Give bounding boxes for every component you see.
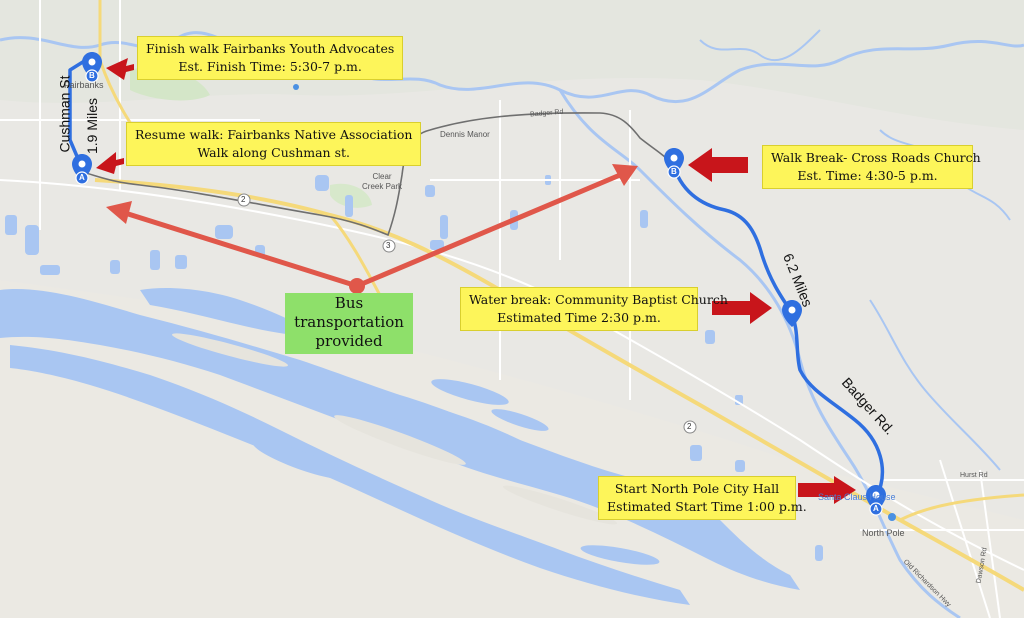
pin-finish-b bbox=[82, 52, 102, 83]
marker-letter-walkbreak: B bbox=[671, 167, 677, 176]
pointer-arrows bbox=[96, 58, 856, 504]
cushman-walk-route bbox=[68, 58, 87, 169]
callout-finish-time: Est. Finish Time: 5:30-7 p.m. bbox=[178, 59, 362, 74]
callout-finish-title: Finish walk Fairbanks Youth Advocates bbox=[146, 41, 395, 56]
callout-start: Start North Pole City Hall Estimated Sta… bbox=[598, 476, 807, 520]
highway-number-3: 3 bbox=[386, 241, 391, 250]
bus-route-line bbox=[81, 112, 673, 237]
bus-arrow-west bbox=[106, 201, 358, 289]
bus-label-line2: transportation bbox=[294, 313, 404, 331]
callout-walk-break: Walk Break- Cross Roads Church Est. Time… bbox=[762, 145, 981, 189]
callout-start-time: Estimated Start Time 1:00 p.m. bbox=[607, 499, 807, 514]
poi-dot-fairbanks bbox=[293, 84, 299, 90]
pin-start-a bbox=[866, 485, 886, 516]
callout-resume-title: Resume walk: Fairbanks Native Associatio… bbox=[135, 127, 413, 142]
route-label-cushman: Cushman St bbox=[56, 75, 73, 153]
pin-water-break bbox=[782, 300, 802, 327]
highway-shield-2 bbox=[237, 193, 251, 207]
place-label-clear-creek-park: Clear Creek Park bbox=[362, 172, 403, 191]
callout-start-title: Start North Pole City Hall bbox=[614, 481, 780, 496]
callout-resume-detail: Walk along Cushman st. bbox=[197, 145, 350, 160]
highway-shield-3 bbox=[382, 239, 396, 253]
bus-arrow-east bbox=[356, 164, 638, 289]
highway-number-2: 2 bbox=[241, 195, 246, 204]
route-label-1-9-miles: 1.9 Miles bbox=[84, 97, 101, 155]
bus-label-line3: provided bbox=[315, 332, 383, 350]
marker-letter-start: A bbox=[873, 504, 879, 513]
marker-letter-resume: A bbox=[79, 173, 85, 182]
callout-water-break-title: Water break: Community Baptist Church bbox=[469, 292, 728, 307]
highway-number-2b: 2 bbox=[687, 422, 692, 431]
marker-letter-finish: B bbox=[89, 71, 95, 80]
bus-origin-dot bbox=[349, 278, 365, 294]
highway-shield-2b bbox=[683, 420, 697, 434]
place-label-santa-claus-house: Santa Claus House bbox=[818, 492, 896, 502]
callout-water-break: Water break: Community Baptist Church Es… bbox=[460, 287, 728, 331]
callout-resume: Resume walk: Fairbanks Native Associatio… bbox=[126, 122, 422, 166]
place-label-north-pole: North Pole bbox=[862, 528, 905, 538]
callout-walk-break-title: Walk Break- Cross Roads Church bbox=[771, 150, 981, 165]
callout-water-break-time: Estimated Time 2:30 p.m. bbox=[497, 310, 661, 325]
callout-finish: Finish walk Fairbanks Youth Advocates Es… bbox=[137, 36, 404, 80]
pin-resume-a bbox=[72, 154, 92, 185]
bus-transportation-label: Bus transportation provided bbox=[285, 293, 413, 354]
pin-walkbreak-b bbox=[664, 148, 684, 179]
place-label-dennis-manor: Dennis Manor bbox=[440, 130, 490, 139]
place-label-fairbanks: Fairbanks bbox=[64, 80, 104, 90]
bus-label-line1: Bus bbox=[334, 294, 364, 312]
callout-walk-break-time: Est. Time: 4:30-5 p.m. bbox=[797, 168, 938, 183]
road-label-hurst: Hurst Rd bbox=[960, 472, 988, 479]
poi-dot-north-pole bbox=[888, 513, 896, 521]
